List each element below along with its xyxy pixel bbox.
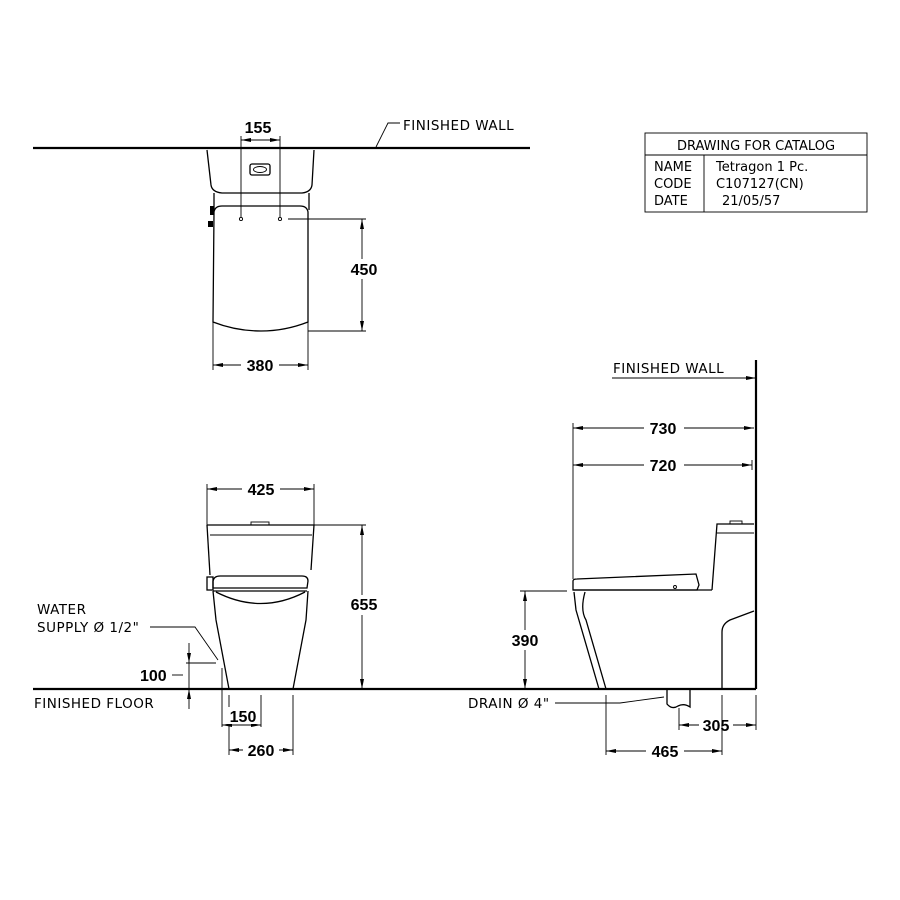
dim-260: 260 [248, 743, 275, 760]
name-value: Tetragon 1 Pc. [715, 160, 808, 175]
dim-380: 380 [247, 358, 274, 375]
top-view: FINISHED WALL 155 450 380 [33, 118, 530, 375]
dim-425: 425 [248, 482, 275, 499]
seat-front [212, 575, 309, 589]
dim-390: 390 [512, 633, 539, 650]
dim-150: 150 [230, 709, 257, 726]
wall-label-top: FINISHED WALL [403, 118, 514, 134]
title-block-heading: DRAWING FOR CATALOG [677, 139, 835, 154]
seat-top [212, 205, 309, 332]
seat-side [572, 573, 700, 591]
tank-top [206, 149, 315, 194]
dim-720: 720 [650, 458, 677, 475]
side-view: FINISHED WALL DRAIN Ø 4" 730 720 390 [468, 360, 758, 761]
water-supply-leader [150, 626, 219, 661]
water-supply-label-2: SUPPLY Ø 1/2" [37, 620, 139, 636]
dim-465: 465 [652, 744, 679, 761]
dim-450: 450 [351, 262, 378, 279]
front-view: FINISHED FLOOR 425 655 WATER SUPPLY Ø 1/… [33, 480, 475, 760]
date-key: DATE [654, 194, 688, 209]
code-value: C107127(CN) [716, 177, 804, 192]
title-block: DRAWING FOR CATALOG NAME Tetragon 1 Pc. … [644, 132, 868, 213]
name-key: NAME [654, 160, 692, 175]
drain-pipe [666, 689, 691, 709]
dim-305: 305 [703, 718, 730, 735]
dim-100: 100 [140, 668, 167, 685]
dim-655: 655 [351, 597, 378, 614]
drain-label: DRAIN Ø 4" [468, 696, 550, 712]
floor-label: FINISHED FLOOR [34, 696, 154, 712]
flush-button [249, 163, 271, 176]
wall-leader-top [375, 122, 400, 148]
dim-155: 155 [245, 120, 272, 137]
code-key: CODE [654, 177, 692, 192]
dim-730: 730 [650, 421, 677, 438]
wall-label-side: FINISHED WALL [613, 361, 724, 377]
water-supply-label-1: WATER [37, 602, 86, 618]
date-value: 21/05/57 [722, 194, 780, 209]
